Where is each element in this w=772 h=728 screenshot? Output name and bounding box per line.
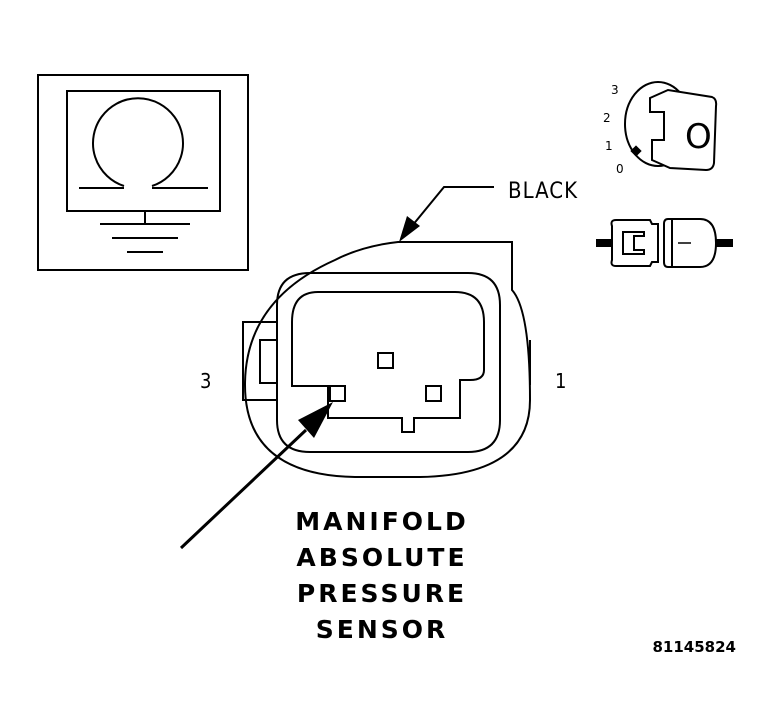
pin-label-1: 1 (555, 369, 566, 393)
wire-color-label: BLACK (508, 179, 578, 204)
key-position-1: 1 (605, 139, 613, 153)
key-letter: O (685, 117, 712, 157)
key-position-2: 2 (603, 111, 611, 125)
wire-color-leader (399, 186, 494, 242)
key-position-3: 3 (611, 83, 619, 97)
component-name-line-1: MANIFOLD (295, 507, 468, 536)
component-name-line-2: ABSOLUTE (296, 543, 467, 572)
pin-label-3: 3 (200, 369, 211, 393)
figure-id: 81145824 (653, 638, 737, 656)
component-name: MANIFOLD ABSOLUTE PRESSURE SENSOR (295, 507, 468, 644)
disconnected-connector-icon (596, 218, 733, 268)
ignition-key-icon: 3 2 1 0 O (603, 81, 718, 176)
ohmmeter-icon (37, 74, 249, 271)
connector-face (242, 241, 532, 478)
component-name-line-4: SENSOR (316, 615, 449, 644)
key-position-0: 0 (616, 162, 624, 176)
pin-pointer-arrow (179, 402, 333, 550)
component-name-line-3: PRESSURE (297, 579, 467, 608)
